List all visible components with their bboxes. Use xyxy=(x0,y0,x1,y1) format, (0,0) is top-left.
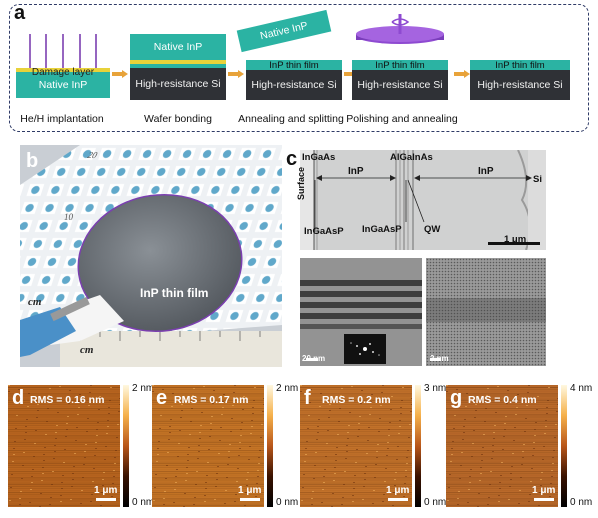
colorbar-max-f: 3 nm xyxy=(424,383,447,394)
inp-thin-film-label: InP thin film xyxy=(375,59,425,71)
scalebar-label-tem-left: 20 nm xyxy=(302,354,326,363)
arrow-right-icon xyxy=(112,70,128,78)
damage-layer xyxy=(16,68,110,72)
native-inp-top: Native InP xyxy=(130,34,226,60)
afm-image-d xyxy=(8,385,120,507)
panel-letter-g: g xyxy=(450,387,463,409)
scalebar-label-fft: 10 1/nm xyxy=(346,365,376,374)
panel-letter-f: f xyxy=(304,387,311,409)
afm-image-e xyxy=(152,385,264,507)
colorbar-g xyxy=(561,385,567,507)
step-caption-1: He/H implantation xyxy=(20,113,104,125)
damage-layer xyxy=(130,60,226,64)
inp-thin-film: InP thin film xyxy=(470,59,570,71)
colorbar-d xyxy=(123,385,129,507)
colorbar-max-g: 4 nm xyxy=(570,383,593,394)
colorbar-e xyxy=(267,385,273,507)
si-substrate: High-resistance Si xyxy=(352,70,448,100)
high-res-si-label: High-resistance Si xyxy=(135,78,221,90)
damage-layer-label: Damage layer xyxy=(31,67,95,78)
panel-letter-d: d xyxy=(12,387,25,409)
afm-panel-g xyxy=(446,385,558,507)
si-substrate: High-resistance Si xyxy=(246,70,342,100)
split-native-inp: Native InP xyxy=(236,9,332,53)
cross-section-drawing xyxy=(300,150,546,250)
layer-label-ingaasp-mid: InGaAsP xyxy=(362,224,402,235)
afm-scalebar-label-g: 1 μm xyxy=(532,485,556,496)
native-inp-substrate: Damage layer Native InP xyxy=(16,67,110,98)
cross-section-image xyxy=(300,150,546,250)
inp-thin-film: InP thin film xyxy=(352,59,448,71)
afm-scalebar-label-d: 1 μm xyxy=(94,485,118,496)
layer-label-algainas: AlGaInAs xyxy=(390,152,433,163)
step-implantation: Damage layer Native InP xyxy=(16,22,110,98)
colorbar-min-e: 0 nm xyxy=(276,497,299,508)
native-inp-label: Native InP xyxy=(153,41,203,53)
si-substrate: High-resistance Si xyxy=(470,70,570,100)
afm-image-f xyxy=(300,385,412,507)
layer-label-inp-right: InP xyxy=(478,166,494,177)
high-res-si-label: High-resistance Si xyxy=(477,79,563,91)
step-polishing: InP thin film High-resistance Si xyxy=(350,14,450,100)
colorbar-min-g: 0 nm xyxy=(570,497,593,508)
tem-image-right xyxy=(426,258,546,366)
colorbar-max-e: 2 nm xyxy=(276,383,299,394)
rms-label-e: RMS = 0.17 nm xyxy=(174,394,249,406)
scalebar-label-tem-right: 2 nm xyxy=(430,354,449,363)
scalebar-label-main: 1 μm xyxy=(504,234,527,245)
afm-scalebar-label-f: 1 μm xyxy=(386,485,410,496)
inp-thin-film-label: InP thin film xyxy=(269,59,319,71)
arrow-right-icon xyxy=(228,70,244,78)
native-inp-label: Native InP xyxy=(38,79,88,91)
tem-right-drawing xyxy=(426,258,546,366)
polishing-pad-icon xyxy=(356,14,444,44)
afm-panel-d xyxy=(8,385,120,507)
wafer-photo-drawing xyxy=(20,145,282,367)
afm-panel-e xyxy=(152,385,264,507)
ruler-unit-lower: cm xyxy=(80,344,94,356)
high-res-si-label: High-resistance Si xyxy=(357,79,443,91)
tem-image-left xyxy=(300,258,422,366)
inp-thin-film-label: InP thin film xyxy=(495,59,545,71)
si-substrate: High-resistance Si xyxy=(130,68,226,100)
rms-label-d: RMS = 0.16 nm xyxy=(30,394,105,406)
panel-letter-e: e xyxy=(156,387,168,409)
layer-label-ingaas: InGaAs xyxy=(302,152,336,163)
panel-letter-c: c xyxy=(286,148,298,170)
step-splitting: Native InP InP thin film High-resistance… xyxy=(234,9,346,100)
afm-panel-f xyxy=(300,385,412,507)
wafer-photo xyxy=(20,145,282,367)
inp-thin-film: InP thin film xyxy=(246,59,342,71)
colorbar-max-d: 2 nm xyxy=(132,383,155,394)
native-inp-label: Native InP xyxy=(259,19,309,43)
colorbar-f xyxy=(415,385,421,507)
step-caption-3: Annealing and splitting xyxy=(238,113,344,125)
arrow-right-icon xyxy=(454,70,470,78)
panel-letter-a: a xyxy=(14,2,26,24)
afm-image-g xyxy=(446,385,558,507)
step-final: InP thin film High-resistance Si xyxy=(470,60,570,100)
wafer-label: InP thin film xyxy=(140,286,209,300)
step-caption-2: Wafer bonding xyxy=(144,113,212,125)
colorbar-min-d: 0 nm xyxy=(132,497,155,508)
rms-label-g: RMS = 0.4 nm xyxy=(468,394,537,406)
step-caption-4: Polishing and annealing xyxy=(346,113,458,125)
layer-label-si: Si xyxy=(533,174,542,185)
layer-label-ingaasp-left: InGaAsP xyxy=(304,226,344,237)
panel-letter-b: b xyxy=(26,150,39,172)
ruler-unit-upper: cm xyxy=(28,296,42,308)
layer-label-qw: QW xyxy=(424,224,441,235)
tem-left-drawing xyxy=(300,258,422,366)
implantation-arrows-icon xyxy=(29,34,97,72)
bond-layer xyxy=(130,64,226,68)
afm-scalebar-label-e: 1 μm xyxy=(238,485,262,496)
layer-label-surface: Surface xyxy=(296,166,306,200)
layer-label-inp-left: InP xyxy=(348,166,364,177)
high-res-si-label: High-resistance Si xyxy=(251,79,337,91)
step-bonding: Native InP High-resistance Si xyxy=(130,34,226,100)
colorbar-min-f: 0 nm xyxy=(424,497,447,508)
process-flow-panel xyxy=(9,4,589,132)
grid-tick-10: 10 xyxy=(64,212,73,222)
rms-label-f: RMS = 0.2 nm xyxy=(322,394,391,406)
